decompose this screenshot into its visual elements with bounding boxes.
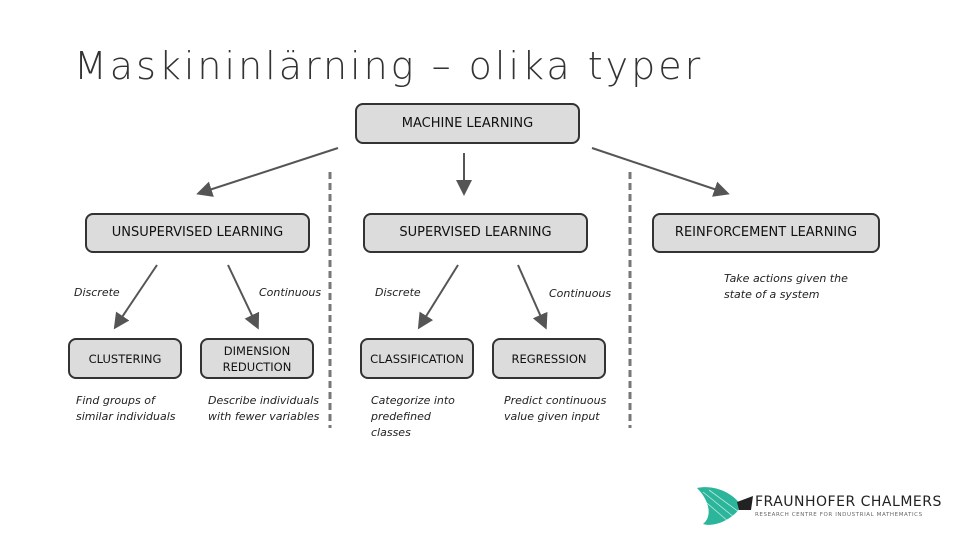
supervised-learning-box: SUPERVISED LEARNING <box>363 213 588 253</box>
classification-description: Categorize into predefined classes <box>371 394 455 439</box>
unsupervised-continuous-label: Continuous <box>259 286 322 299</box>
dimension-reduction-box: DIMENSION REDUCTION <box>200 338 314 379</box>
fraunhofer-logo-icon <box>697 487 753 525</box>
arrow-to-classification <box>417 264 459 330</box>
reinforcement-learning-box: REINFORCEMENT LEARNING <box>652 213 880 253</box>
arrow-to-regression <box>517 264 548 330</box>
arrow-to-unsupervised <box>196 147 339 197</box>
arrow-to-clustering <box>113 264 158 330</box>
machine-learning-box: MACHINE LEARNING <box>355 103 580 144</box>
clustering-description: Find groups of similar individuals <box>76 394 176 423</box>
dimension-reduction-description: Describe individuals with fewer variable… <box>208 394 320 423</box>
supervised-discrete-label: Discrete <box>375 286 421 299</box>
logo-name: FRAUNHOFER CHALMERS <box>755 494 942 510</box>
clustering-box: CLUSTERING <box>68 338 182 379</box>
unsupervised-learning-box: UNSUPERVISED LEARNING <box>85 213 310 253</box>
supervised-continuous-label: Continuous <box>549 287 612 300</box>
reinforcement-description: Take actions given the state of a system <box>724 272 848 301</box>
slide-title: Maskininlärning – olika typer <box>74 44 704 88</box>
unsupervised-discrete-label: Discrete <box>74 286 120 299</box>
classification-box: CLASSIFICATION <box>360 338 474 379</box>
logo-subtitle: RESEARCH CENTRE FOR INDUSTRIAL MATHEMATI… <box>755 512 923 518</box>
regression-description: Predict continuous value given input <box>504 394 607 423</box>
regression-box: REGRESSION <box>492 338 606 379</box>
arrow-to-dimension-reduction <box>227 264 260 330</box>
arrow-to-reinforcement <box>591 147 730 197</box>
